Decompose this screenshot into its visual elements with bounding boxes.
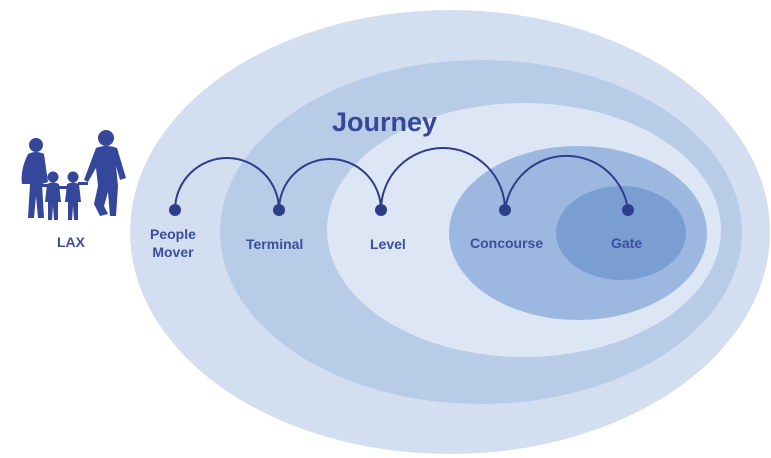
stage-label-terminal: Terminal: [246, 236, 304, 252]
family-silhouette-icon: [21, 130, 126, 220]
stage-label-gate: Gate: [611, 235, 643, 251]
dot-gate: [622, 204, 634, 216]
traveler-label: LAX: [57, 234, 85, 250]
stage-label-people-mover: People Mover: [150, 225, 196, 261]
diagram-title: Journey: [332, 107, 438, 137]
stage-label-level: Level: [370, 236, 406, 252]
dot-people-mover: [169, 204, 181, 216]
stage-label-people-mover-line2: Mover: [152, 244, 194, 260]
dot-concourse: [499, 204, 511, 216]
arc-people-mover-terminal: [174, 157, 280, 211]
stage-label-people-mover-line1: People: [150, 226, 196, 242]
dot-terminal: [273, 204, 285, 216]
ellipse-gate: [556, 186, 686, 280]
stage-dots: [169, 204, 634, 216]
arc-level-concourse: [380, 147, 506, 211]
stage-label-concourse: Concourse: [470, 235, 544, 251]
journey-arcs: [174, 147, 629, 211]
arc-terminal-level: [278, 158, 382, 211]
dot-level: [375, 204, 387, 216]
arc-concourse-gate: [504, 154, 629, 211]
